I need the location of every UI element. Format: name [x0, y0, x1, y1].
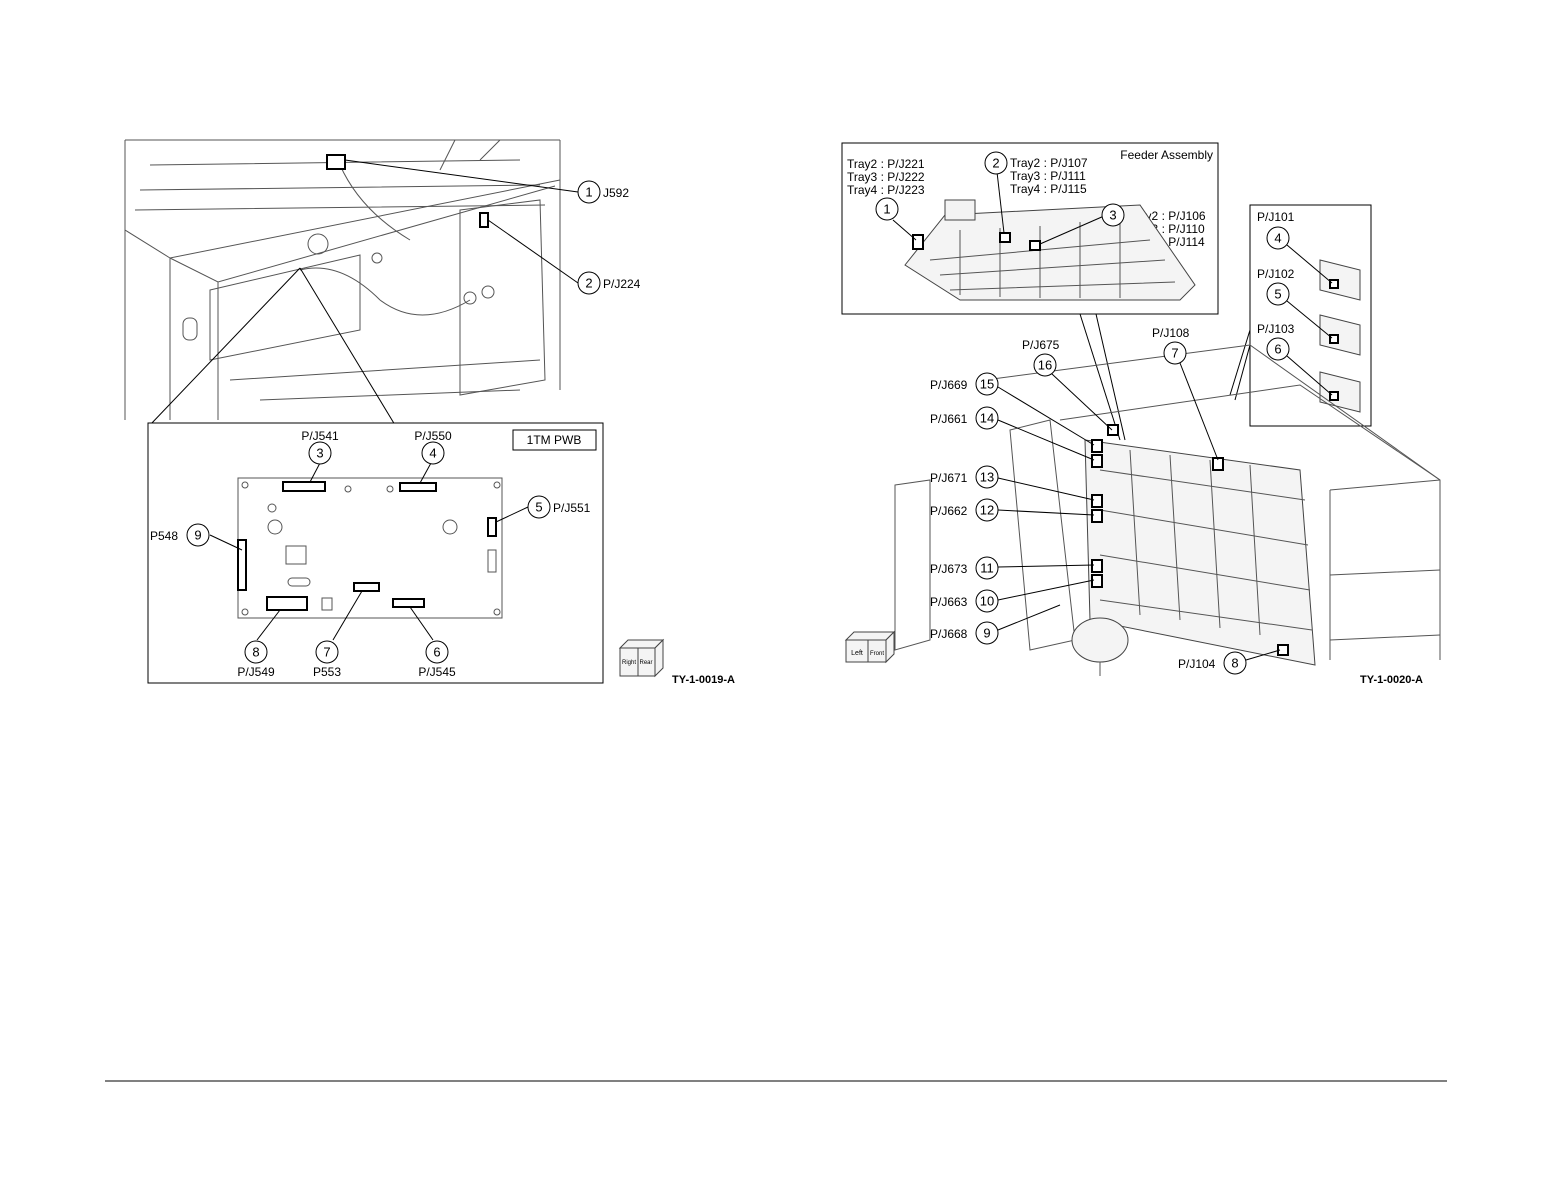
callout-label: P/J662 — [930, 504, 968, 518]
callout-number: 1 — [585, 185, 592, 200]
callout-label: P/J668 — [930, 627, 968, 641]
callout-number: 6 — [1274, 342, 1281, 357]
callout-label: P/J549 — [237, 665, 275, 679]
callout-number: 9 — [194, 528, 201, 543]
callout-label: P/J661 — [930, 412, 968, 426]
orient-label: Front — [870, 651, 884, 657]
callout-label: P/J104 — [1178, 657, 1216, 671]
callout-label: P553 — [313, 665, 341, 679]
tray-line: Tray3 : P/J111 — [1010, 169, 1086, 183]
callout-label: P/J108 — [1152, 326, 1190, 340]
callout-number: 8 — [1231, 656, 1238, 671]
callout-label: P/J550 — [414, 429, 452, 443]
pwb-title: 1TM PWB — [527, 433, 582, 447]
callout-label: P/J663 — [930, 595, 968, 609]
callout-label: J592 — [603, 186, 629, 200]
tray-line: Tray4 : P/J115 — [1010, 182, 1087, 196]
callout-number: 4 — [429, 446, 436, 461]
callout-label: P/J102 — [1257, 267, 1295, 281]
orientation-cube-left-front: Left Front — [844, 630, 896, 664]
callout-label: P/J671 — [930, 471, 968, 485]
callout-number: 10 — [980, 594, 994, 609]
right-callouts-left-column: P/J675 16 P/J108 7 P/J669 15 P/J661 14 P… — [930, 326, 1281, 675]
orient-label: Right — [622, 660, 636, 666]
callout-number: 2 — [992, 156, 999, 171]
callout-label: P/J545 — [418, 665, 456, 679]
callout-number: 1 — [883, 202, 890, 217]
callout-number: 3 — [316, 446, 323, 461]
pwb-detail-box: 1TM PWB — [147, 422, 604, 684]
callout-label: P/J669 — [930, 378, 968, 392]
callout-number: 2 — [585, 276, 592, 291]
orient-label: Rear — [639, 660, 652, 666]
callout-number: 7 — [1171, 346, 1178, 361]
left-callout-2: 2 P/J224 — [577, 271, 641, 295]
left-callout-1: 1 J592 — [577, 180, 629, 204]
callout-number: 7 — [323, 645, 330, 660]
callout-number: 12 — [980, 503, 994, 518]
callout-number: 16 — [1038, 358, 1052, 373]
callout-label: P/J675 — [1022, 338, 1060, 352]
callout-label: P/J224 — [603, 277, 641, 291]
callout-label: P/J101 — [1257, 210, 1295, 224]
callout-number: 5 — [535, 500, 542, 515]
callout-number: 13 — [980, 470, 994, 485]
callout-label: P548 — [150, 529, 178, 543]
left-figure: 1 J592 2 P/J224 1TM PWB — [124, 139, 735, 686]
callout-number: 6 — [433, 645, 440, 660]
callout-label: P/J541 — [301, 429, 339, 443]
left-machine-drawing — [124, 139, 561, 420]
callout-number: 8 — [252, 645, 259, 660]
orient-label: Left — [851, 650, 863, 657]
callout-number: 9 — [983, 626, 990, 641]
tray-line: Tray2 : P/J221 — [847, 157, 925, 171]
sensor-detail-box: P/J101 4 P/J102 5 P/J103 6 — [1249, 204, 1372, 427]
right-machine-drawing — [894, 344, 1441, 676]
callout-label: P/J551 — [553, 501, 591, 515]
right-figure: Feeder Assembly Tray2 : P/J221 Tray3 : P… — [841, 142, 1441, 686]
callout-number: 15 — [980, 377, 994, 392]
callout-number: 3 — [1109, 208, 1116, 223]
figure-id: TY-1-0020-A — [1360, 674, 1423, 686]
feeder-title: Feeder Assembly — [1120, 148, 1213, 162]
tray-line: Tray3 : P/J222 — [847, 170, 925, 184]
feeder-assembly-box: Feeder Assembly Tray2 : P/J221 Tray3 : P… — [841, 142, 1219, 315]
callout-label: P/J673 — [930, 562, 968, 576]
tray-line: Tray2 : P/J107 — [1010, 156, 1088, 170]
callout-number: 5 — [1274, 287, 1281, 302]
tray-line: Tray4 : P/J223 — [847, 183, 925, 197]
callout-number: 14 — [980, 411, 994, 426]
callout-label: P/J103 — [1257, 322, 1295, 336]
callout-number: 11 — [980, 561, 994, 576]
orientation-cube-right-rear: Right Rear — [618, 638, 665, 678]
callout-number: 4 — [1274, 231, 1281, 246]
figure-id: TY-1-0019-A — [672, 674, 735, 686]
